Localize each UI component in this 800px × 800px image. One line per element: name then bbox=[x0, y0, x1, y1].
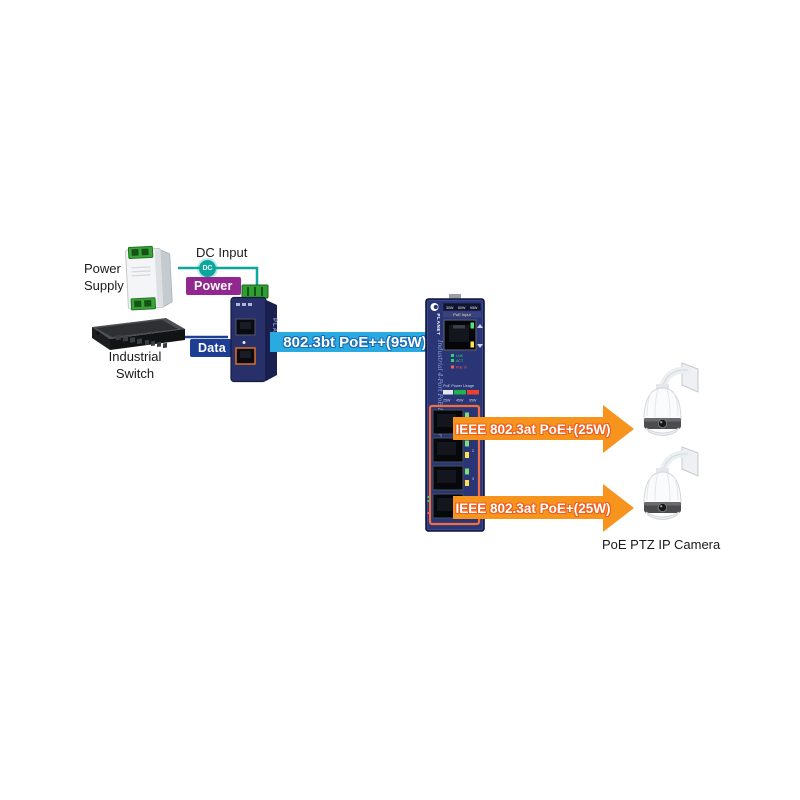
input-tick-95w: 95W bbox=[470, 306, 478, 310]
output-port-3: 3 bbox=[432, 465, 474, 491]
camera-lens-icon bbox=[657, 418, 668, 429]
gauge-label: PoE Power Usage bbox=[443, 384, 474, 388]
extender-model: Industrial 4-Port PoE Extender bbox=[436, 339, 443, 438]
input-port-led-yellow bbox=[470, 341, 474, 348]
triangle-up-icon bbox=[477, 324, 483, 328]
camera-bottom-cap bbox=[645, 511, 680, 520]
dc-input-label: DC Input bbox=[196, 245, 248, 260]
injector-vents bbox=[236, 303, 252, 306]
data-tag: Data bbox=[190, 339, 234, 357]
legend-lnk: LNK bbox=[456, 354, 464, 358]
gauge-seg-white bbox=[443, 390, 453, 395]
switch-led bbox=[96, 331, 100, 335]
gauge-seg-red bbox=[467, 390, 479, 395]
switch-ports bbox=[116, 334, 167, 349]
power-supply-label: Power Supply bbox=[84, 261, 124, 293]
poe-injector-device: PLANET bbox=[230, 284, 277, 383]
output-port-2: 2 bbox=[432, 437, 474, 463]
industrial-switch-label: Industrial Switch bbox=[108, 349, 162, 381]
camera-caption: PoE PTZ IP Camera bbox=[602, 537, 721, 552]
ptz-camera-2 bbox=[643, 446, 699, 520]
poe-output-arrow-2: IEEE 802.3at PoE+(25W) bbox=[453, 484, 635, 532]
power-supply-device bbox=[125, 245, 173, 311]
input-tick-30w: 30W bbox=[446, 306, 454, 310]
extender-din-tab bbox=[449, 294, 461, 300]
gauge-seg-green bbox=[454, 390, 466, 395]
poe-output-arrow-1: IEEE 802.3at PoE+(25W) bbox=[453, 405, 635, 453]
injector-front-face bbox=[230, 296, 267, 383]
poe-input-arrow-label: 802.3bt PoE++(95W) bbox=[283, 333, 427, 351]
industrial-switch-device bbox=[92, 318, 185, 350]
power-tag: Power bbox=[186, 277, 241, 295]
output-port-frame bbox=[428, 404, 481, 526]
arrow-head bbox=[603, 484, 634, 532]
svg-text:2: 2 bbox=[472, 449, 474, 453]
dc-badge: DC bbox=[199, 260, 216, 277]
poe-output-arrow-2-label: IEEE 802.3at PoE+(25W) bbox=[455, 500, 611, 516]
legend-act: ACT bbox=[456, 359, 464, 363]
input-port-led-green bbox=[470, 322, 474, 329]
gauge-tick-25w: 25W bbox=[443, 399, 451, 403]
camera-dome bbox=[643, 471, 682, 505]
poe-output-arrow-1-label: IEEE 802.3at PoE+(25W) bbox=[455, 421, 611, 437]
ptz-camera-1 bbox=[643, 362, 699, 436]
injector-led bbox=[242, 341, 246, 344]
camera-bottom-cap bbox=[645, 427, 680, 436]
svg-text:3: 3 bbox=[472, 477, 474, 481]
poe-input-label: PoE Input bbox=[453, 312, 471, 317]
legend-poe-in: PoE In bbox=[456, 366, 467, 370]
camera-lens-icon bbox=[657, 502, 668, 513]
triangle-down-icon bbox=[477, 344, 483, 348]
gauge-tick-95w: 95W bbox=[469, 399, 477, 403]
arrow-head bbox=[603, 405, 634, 453]
camera-dome bbox=[643, 387, 682, 421]
switch-front-face bbox=[110, 329, 185, 350]
gauge-tick-45w: 45W bbox=[456, 399, 464, 403]
poe-extender-device: PLANET Industrial 4-Port PoE Extender 30… bbox=[425, 294, 485, 532]
input-led-panel bbox=[442, 302, 482, 312]
input-tick-60w: 60W bbox=[458, 306, 466, 310]
extender-brand: PLANET bbox=[436, 314, 441, 336]
